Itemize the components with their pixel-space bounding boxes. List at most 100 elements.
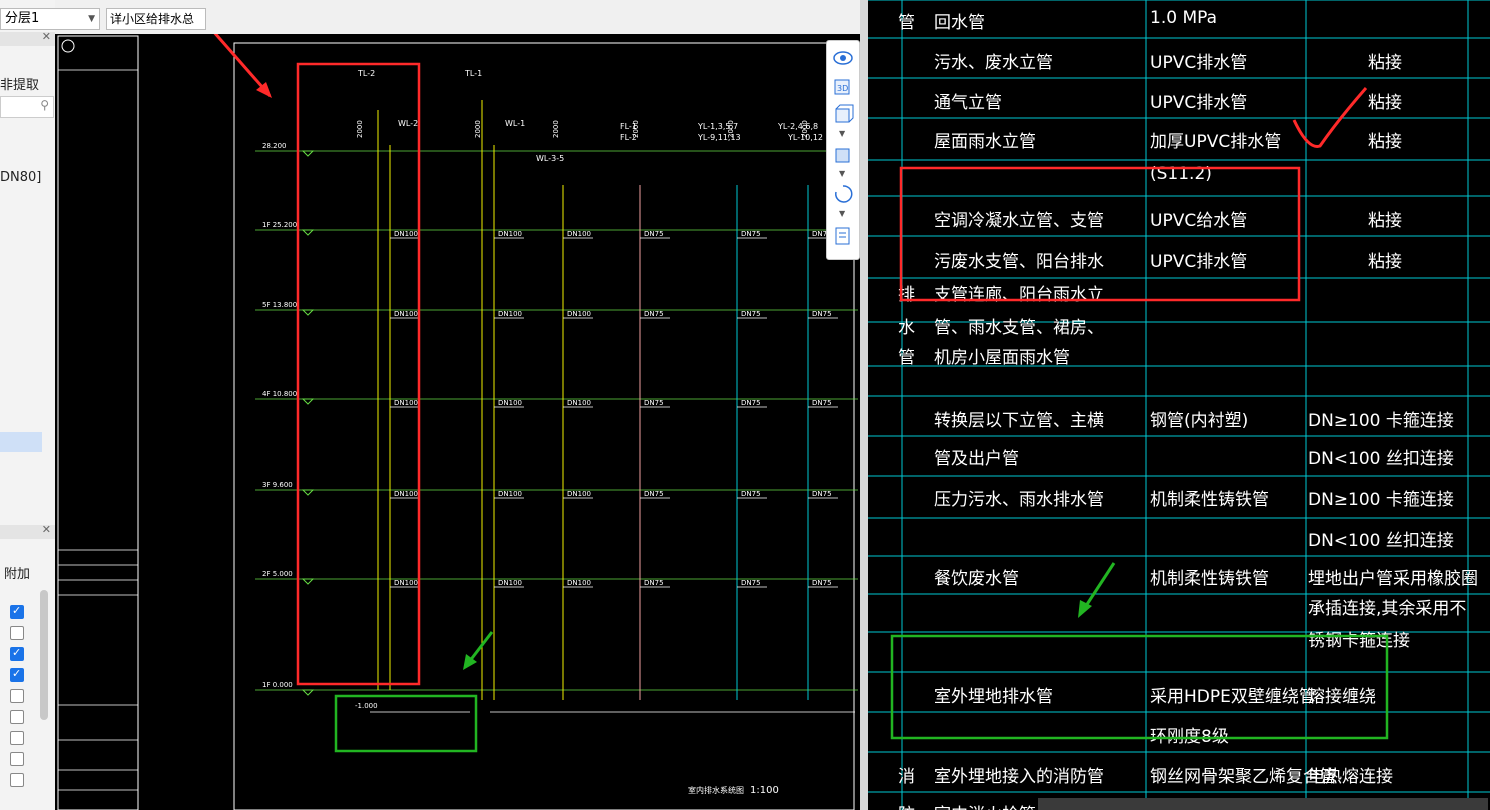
bottom-overlay — [1038, 798, 1488, 810]
close-icon[interactable]: ✕ — [41, 30, 51, 43]
dn-label: DN75 — [741, 310, 761, 318]
table-cell: DN≥100 卡箍连接 — [1308, 411, 1454, 431]
dn-label: DN75 — [644, 490, 664, 498]
layer-checkbox[interactable] — [10, 646, 24, 661]
dn-label: DN75 — [812, 230, 832, 238]
scrollbar[interactable] — [40, 590, 48, 720]
table-cell: 熔接缠绕 — [1308, 687, 1376, 707]
table-cell: 钢管(内衬塑) — [1150, 411, 1249, 431]
dimension-label: 2000 — [474, 120, 482, 138]
dn-label: DN100 — [498, 399, 522, 407]
3d-view-icon[interactable]: 3D — [832, 75, 854, 97]
table-cell: 机房小屋面雨水管 — [934, 348, 1070, 368]
selected-item[interactable] — [0, 432, 42, 452]
table-cell: 回水管 — [934, 13, 985, 33]
layer-checkbox[interactable] — [10, 710, 24, 724]
layer-select-value: 分层1 — [5, 11, 40, 26]
panel-header: ✕ — [0, 30, 55, 46]
layer-checkbox[interactable] — [10, 604, 24, 619]
floor-label: 28.200 — [262, 142, 287, 150]
dn-label: DN75 — [644, 230, 664, 238]
dn-label: DN100 — [567, 230, 591, 238]
drawing-scale: 1:100 — [750, 785, 779, 796]
table-cell: 室内消火栓管(冬 — [934, 800, 1060, 810]
cube-icon[interactable] — [832, 143, 854, 165]
table-cell: 水 — [898, 318, 915, 338]
layer-select[interactable]: 分层1▼ — [0, 8, 100, 30]
floor-label: 2F 5.000 — [262, 570, 293, 578]
layer-checkbox[interactable] — [10, 626, 24, 640]
dn-label: DN75 — [812, 399, 832, 407]
search-icon: ⚲ — [40, 98, 49, 112]
table-cell: 转换层以下立管、主横 — [934, 411, 1104, 431]
red-check-mark — [1292, 87, 1368, 148]
table-cell: 室外埋地接入的消防管 — [934, 767, 1104, 787]
green-arrow-head — [463, 654, 477, 670]
table-cell: 管 — [898, 348, 915, 368]
red-highlight-box — [899, 166, 1301, 302]
pipe-tag: FL-2 — [620, 133, 637, 142]
table-grid — [868, 0, 1490, 810]
table-cell: 粘接 — [1368, 53, 1402, 73]
table-cell: 机制柔性铸铁管 — [1150, 569, 1269, 589]
title-block — [57, 35, 139, 810]
green-arrow-head — [1078, 600, 1092, 618]
table-cell: 防 — [898, 800, 915, 810]
attach-label: 附加 — [4, 567, 31, 582]
layer-checkbox[interactable] — [10, 752, 24, 766]
dn-label: DN100 — [498, 310, 522, 318]
drawing-frame — [233, 42, 855, 810]
layer-checkbox[interactable] — [10, 773, 24, 787]
table-cell: UPVC排水管 — [1150, 252, 1248, 272]
table-cell: 钢丝网骨架聚乙烯复合管 — [1150, 767, 1337, 787]
panel-divider[interactable] — [860, 0, 868, 810]
floor-label: 5F 13.800 — [262, 301, 297, 309]
table-cell: DN<100 丝扣连接 — [1308, 449, 1454, 469]
dn-label: DN100 — [567, 579, 591, 587]
table-cell: 餐饮废水管 — [934, 569, 1019, 589]
close-icon[interactable]: ✕ — [41, 523, 51, 536]
table-cell: 管、雨水支管、裙房、 — [934, 318, 1104, 338]
table-annotations — [890, 87, 1488, 810]
drawing-select[interactable]: 详小区给排水总 — [106, 8, 206, 30]
rotate-icon[interactable] — [832, 183, 854, 205]
pipe-tag: WL-1 — [505, 119, 525, 128]
dn-label: DN100 — [394, 310, 418, 318]
table-cell: DN≥100 卡箍连接 — [1308, 490, 1454, 510]
pipe-tag: TL-1 — [464, 69, 482, 78]
pipe-tag: YL-1,3,5,7 — [697, 122, 738, 131]
table-cell: 承插连接,其余采用不 — [1308, 599, 1467, 619]
box-view-icon[interactable] — [832, 103, 854, 125]
table-cell: 污废水支管、阳台排水 — [934, 252, 1104, 272]
dimension-label: 2000 — [801, 120, 809, 138]
table-cell: 粘接 — [1368, 211, 1402, 231]
floor-label: 4F 10.800 — [262, 390, 297, 398]
pipe-tag: YL-9,11,13 — [697, 133, 741, 142]
layer-checkbox[interactable] — [10, 667, 24, 682]
elevation-marker-icon — [301, 309, 315, 316]
red-highlight-box — [296, 62, 421, 686]
chevron-down-icon[interactable]: ▼ — [839, 129, 846, 138]
table-cell: 压力污水、雨水排水管 — [934, 490, 1104, 510]
dn-label: DN100 — [394, 490, 418, 498]
dn-label: DN75 — [741, 490, 761, 498]
dn-label: DN100 — [394, 230, 418, 238]
chevron-down-icon[interactable]: ▼ — [839, 209, 846, 218]
pipe-tag: FL-1 — [620, 122, 637, 131]
table-cell: 空调冷凝水立管、支管 — [934, 211, 1104, 231]
elevation-marker-icon — [301, 398, 315, 405]
elevation-marker-icon — [301, 489, 315, 496]
table-cell: 粘接 — [1368, 252, 1402, 272]
properties-icon[interactable] — [832, 225, 854, 247]
search-input[interactable]: ⚲ — [0, 96, 54, 118]
table-cell: 粘接 — [1368, 93, 1402, 113]
orbit-icon[interactable] — [832, 47, 854, 69]
table-cell: 污水、废水立管 — [934, 53, 1053, 73]
dn-label: DN75 — [741, 399, 761, 407]
layer-checkbox[interactable] — [10, 731, 24, 745]
layer-checkbox[interactable] — [10, 689, 24, 703]
chevron-down-icon[interactable]: ▼ — [839, 169, 846, 178]
